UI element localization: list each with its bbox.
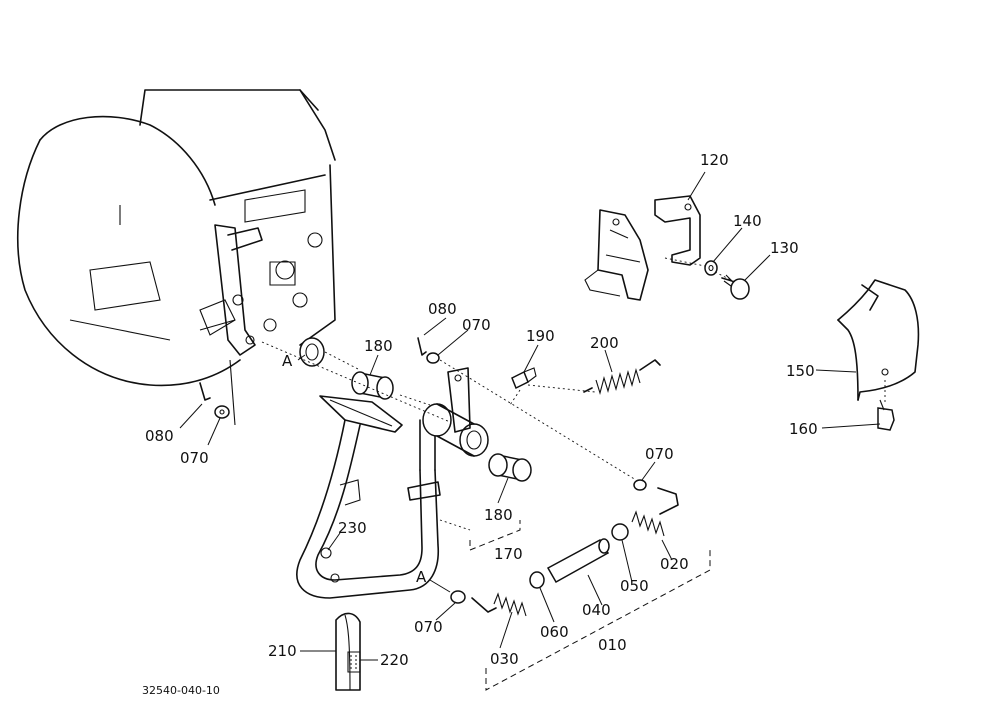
label-040: 040 <box>582 601 611 619</box>
label-A-lower: A <box>416 568 427 586</box>
pedal-cover-150 <box>837 279 920 401</box>
label-080-upper: 080 <box>428 300 457 318</box>
bolt-160 <box>877 399 895 431</box>
pedal-rubber-210 <box>335 612 361 691</box>
washer-070-lower <box>214 405 230 419</box>
release-shaft-end <box>299 337 325 367</box>
label-120: 120 <box>700 151 729 169</box>
assembly-guide-lines <box>261 257 886 691</box>
pin-080-upper <box>417 337 427 356</box>
rod-assembly-010 <box>450 479 679 617</box>
clutch-pedal-assembly <box>296 367 489 599</box>
return-spring-200 <box>583 359 661 395</box>
label-220: 220 <box>380 651 409 669</box>
bolt-130 <box>721 274 750 300</box>
label-070-lower: 070 <box>180 449 209 467</box>
pin-080-lower <box>199 382 211 401</box>
label-020: 020 <box>660 555 689 573</box>
label-230: 230 <box>338 519 367 537</box>
clutch-housing <box>17 89 336 426</box>
label-070-bottom: 070 <box>414 618 443 636</box>
label-160: 160 <box>789 420 818 438</box>
figure-reference-number: 32540-040-10 <box>142 684 220 697</box>
label-210: 210 <box>268 642 297 660</box>
label-050: 050 <box>620 577 649 595</box>
label-190: 190 <box>526 327 555 345</box>
washer-140 <box>704 260 718 276</box>
callout-labels: 120 140 130 150 160 080 070 180 190 200 … <box>142 151 818 697</box>
grease-nipple-190 <box>511 367 537 390</box>
label-070-right: 070 <box>645 445 674 463</box>
label-150: 150 <box>786 362 815 380</box>
label-030: 030 <box>490 650 519 668</box>
label-180-upper: 180 <box>364 337 393 355</box>
bushing-180-upper <box>351 371 394 400</box>
label-080-lower: 080 <box>145 427 174 445</box>
label-010: 010 <box>598 636 627 654</box>
label-170: 170 <box>494 545 523 563</box>
bushing-180-lower <box>488 453 532 482</box>
label-180-lower: 180 <box>484 506 513 524</box>
label-A-upper: A <box>282 352 293 370</box>
label-070-upper: 070 <box>462 316 491 334</box>
label-200: 200 <box>590 334 619 352</box>
leader-lines <box>179 171 881 661</box>
bracket-120 <box>584 195 701 301</box>
label-060: 060 <box>540 623 569 641</box>
washer-070-upper <box>426 352 440 364</box>
label-130: 130 <box>770 239 799 257</box>
label-140: 140 <box>733 212 762 230</box>
